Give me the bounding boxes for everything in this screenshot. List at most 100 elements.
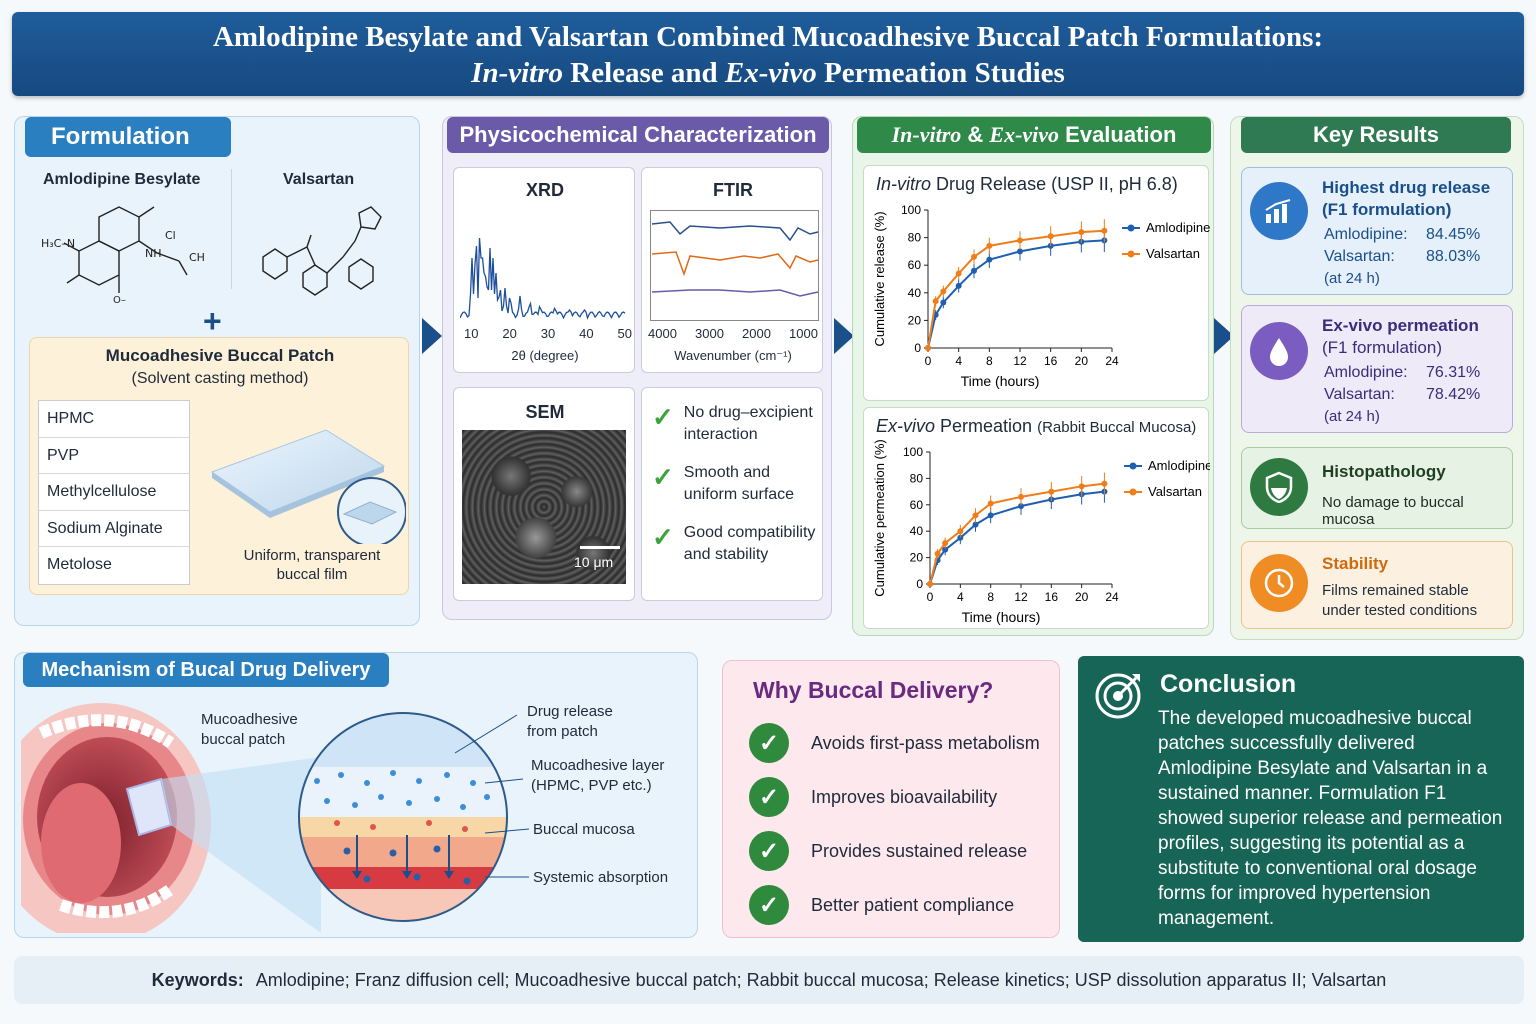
x-tick-label: 24 [1105, 354, 1119, 368]
check-item: ✓ No drug–excipient interaction [652, 402, 818, 446]
legend-marker [1129, 488, 1137, 496]
result-release: Highest drug release (F1 formulation) Am… [1241, 167, 1513, 295]
drug-particle [363, 875, 371, 883]
sem-scale-bar [580, 546, 620, 549]
mucosa-cross-section [298, 712, 508, 922]
data-point [1101, 480, 1108, 487]
evaluation-heading: In-vitro & Ex-vivo Evaluation [857, 117, 1211, 153]
data-point [957, 534, 964, 541]
title-permeation: Permeation Studies [816, 57, 1065, 89]
x-tick-label: 4 [957, 590, 964, 604]
mechanism-heading: Mechanism of Bucal Drug Delivery [23, 653, 389, 687]
data-point [927, 581, 933, 587]
r2-l2: Valsartan: [1324, 386, 1395, 403]
data-point [1101, 227, 1108, 234]
svg-text:NH: NH [145, 247, 162, 260]
check-icon: ✓ [652, 522, 674, 552]
drug-particle [314, 778, 320, 784]
legend-label: Valsartan [1146, 246, 1200, 261]
callout-lines [454, 714, 530, 878]
data-point [957, 528, 964, 535]
x-tick-label: 12 [1014, 590, 1028, 604]
drug-particle [434, 796, 440, 802]
data-point [987, 500, 994, 507]
keywords-text: Amlodipine; Franz diffusion cell; Mucoad… [255, 969, 1387, 990]
divider [231, 169, 232, 289]
x-tick-label: 20 [1075, 354, 1089, 368]
data-point [942, 540, 949, 547]
conclusion-text: The developed mucoadhesive buccal patche… [1158, 708, 1503, 929]
drug-particle [470, 780, 476, 786]
buccal-film-image [210, 429, 406, 544]
why-text: Avoids first-pass metabolism [811, 732, 1040, 753]
drug-particle [324, 798, 330, 804]
data-point [1017, 248, 1023, 255]
formulation-heading: Formulation [25, 117, 231, 157]
data-point [1048, 488, 1055, 495]
film-caption: Uniform, transparent buccal film [243, 547, 381, 583]
eval-exvivo: Ex-vivo [989, 122, 1060, 147]
y-tick-label: 100 [903, 445, 923, 459]
data-point [1018, 503, 1024, 510]
r2-sub: (F1 formulation) [1322, 338, 1442, 357]
why-item: ✓Improves bioavailability [749, 777, 997, 817]
y-tick-label: 60 [910, 498, 924, 512]
check-circle-icon: ✓ [749, 831, 789, 871]
result-stability: Stability Films remained stable under te… [1241, 541, 1513, 629]
keywords-bar: Keywords: Amlodipine; Franz diffusion ce… [14, 956, 1524, 1004]
x-tick-label: 24 [1105, 590, 1119, 604]
clock-icon [1250, 554, 1308, 612]
x-tick-label: 0 [927, 590, 934, 604]
drug-particle [426, 820, 432, 826]
y-tick-label: 0 [914, 341, 921, 355]
plus-icon: + [203, 303, 222, 339]
drug-particle [370, 824, 376, 830]
patch-title: Mucoadhesive Buccal Patch [105, 346, 335, 365]
check-text: No drug–excipient interaction [683, 404, 813, 443]
data-point [972, 512, 979, 519]
sem-title: SEM [525, 402, 565, 422]
check-icon: ✓ [652, 402, 674, 432]
x-tick-label: 0 [925, 354, 932, 368]
data-point [1078, 229, 1085, 236]
polymer-item: PVP [39, 438, 189, 475]
r2-title: Ex-vivo permeation [1322, 316, 1479, 335]
x-tick-label: 20 [1075, 590, 1089, 604]
drug-particle [413, 873, 421, 881]
title-line1: Amlodipine Besylate and Valsartan Combin… [212, 21, 1324, 53]
drug-particle [463, 877, 471, 885]
data-point [925, 345, 931, 351]
y-tick-label: 0 [916, 577, 923, 591]
y-tick-label: 100 [901, 203, 921, 217]
x-tick-label: 4 [955, 354, 962, 368]
mechanism-panel: Mechanism of Bucal Drug Delivery Mucoadh… [14, 652, 698, 938]
arrow-right-icon-1 [422, 318, 442, 354]
permeation-chart-card: Ex-vivo Permeation (Rabbit Buccal Mucosa… [863, 407, 1210, 629]
legend-marker [1127, 224, 1135, 232]
title-line2: In-vitro Release and Ex-vivo Permeation … [12, 55, 1524, 91]
r2-v1: 76.31% [1426, 364, 1481, 381]
ftir-xlabel: Wavenumber (cm⁻¹) [674, 348, 792, 363]
legend-label: Amlodipine [1148, 458, 1210, 473]
check-circle-icon: ✓ [749, 777, 789, 817]
y-tick-label: 60 [908, 258, 922, 272]
data-point [1017, 237, 1023, 244]
results-heading: Key Results [1241, 117, 1511, 153]
valsartan-structure-icon [262, 206, 382, 296]
x-tick-label: 12 [1013, 354, 1027, 368]
drug-particle [484, 794, 490, 800]
drug-particle [378, 794, 384, 800]
drug-particle [462, 826, 468, 832]
mech-patch-label2: buccal patch [201, 731, 286, 748]
legend-marker [1129, 462, 1137, 470]
page-title: Amlodipine Besylate and Valsartan Combin… [12, 12, 1524, 96]
x-tick-label: 16 [1045, 590, 1059, 604]
x-axis-label: Time (hours) [962, 609, 1041, 625]
title-invitro: In-vitro [471, 57, 563, 89]
r1-v2: 88.03% [1426, 248, 1481, 265]
